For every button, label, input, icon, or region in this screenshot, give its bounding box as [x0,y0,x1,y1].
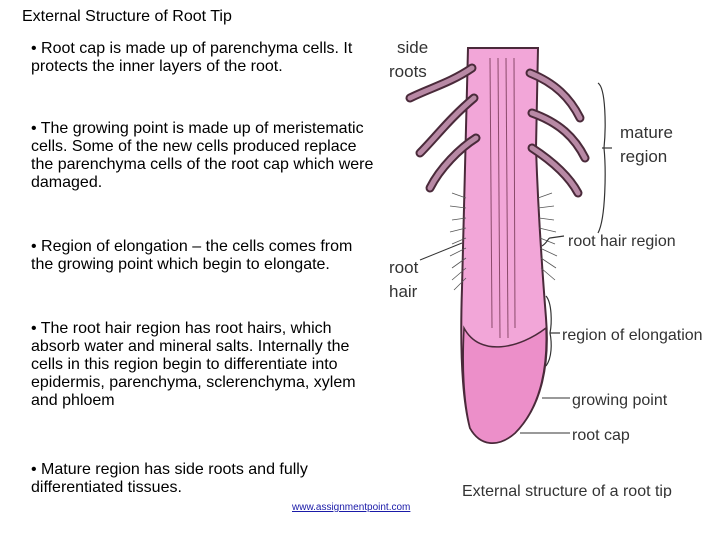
root-hair-label-line2: hair [389,282,418,301]
root-cap [462,325,547,444]
root-cap-paragraph: • Root cap is made up of parenchyma cell… [31,40,353,75]
mature-region-label-line2: region [620,147,667,166]
source-link[interactable]: www.assignmentpoint.com [292,502,411,513]
root-tip-diagram: side roots mature region root hair regio… [389,38,703,498]
slide-title: External Structure of Root Tip [22,8,232,25]
diagram-caption: External structure of a root tip [462,483,672,498]
root-hair-paragraph: • The root hair region has root hairs, w… [31,320,356,409]
pointer-lines [419,242,570,434]
mature-region-paragraph: • Mature region has side roots and fully… [31,461,308,496]
side-roots-label-line1: side [397,38,428,57]
region-brackets [541,82,612,367]
side-roots [405,63,590,198]
root-cap-label: root cap [572,427,630,444]
mature-region-label-line1: mature [620,123,673,142]
elongation-paragraph: • Region of elongation – the cells comes… [31,238,353,273]
side-roots-label-line2: roots [389,62,427,81]
root-hair-label-line1: root [389,258,419,277]
root-hairs [449,192,558,291]
region-of-elongation-label: region of elongation [562,327,703,344]
growing-point-label: growing point [572,392,668,409]
growing-point-paragraph: • The growing point is made up of merist… [31,120,374,191]
central-stripes [489,57,516,339]
root-hair-region-label: root hair region [568,233,676,250]
